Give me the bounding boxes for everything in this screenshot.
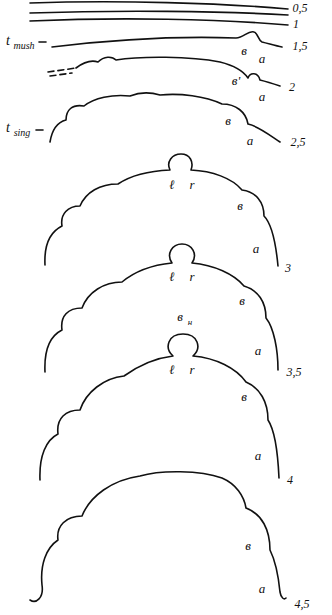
point-label: в	[241, 44, 247, 57]
point-label: а	[259, 582, 266, 595]
point-label: а	[247, 134, 254, 147]
tick-dash	[39, 41, 46, 43]
time-label: 2	[289, 81, 295, 93]
time-label: 2,5	[291, 136, 306, 148]
front-curve	[50, 93, 280, 142]
time-label: 0,5	[293, 2, 308, 14]
point-label: а	[253, 242, 260, 255]
point-label: r	[189, 178, 194, 191]
time-label: 1,5	[293, 40, 308, 52]
front-curve	[40, 334, 279, 480]
front-curve-dashed	[50, 73, 72, 76]
front-curve	[52, 32, 282, 47]
front-curve	[76, 57, 280, 86]
point-label: ℓ	[169, 270, 174, 283]
point-label: в	[177, 310, 183, 323]
time-label: 1	[293, 18, 299, 30]
point-label: а	[255, 344, 262, 357]
front-curve-dashed	[48, 68, 76, 72]
point-label: ℓ	[169, 363, 174, 376]
point-label: в	[241, 390, 247, 403]
temperature-label: t	[6, 34, 10, 48]
front-curve	[30, 11, 288, 15]
point-label: ℓ	[169, 178, 174, 191]
front-curve	[30, 472, 286, 602]
front-curve	[30, 19, 288, 25]
temperature-subscript: mush	[13, 41, 34, 51]
point-label: r	[189, 270, 194, 283]
point-label: в'	[232, 74, 240, 87]
time-label: 3,5	[287, 366, 302, 378]
front-curve	[45, 244, 278, 372]
point-label: в	[237, 199, 243, 212]
point-label: в	[245, 539, 251, 552]
front-curve	[30, 2, 288, 9]
temperature-subscript: sing	[14, 128, 31, 138]
point-label: а	[255, 449, 262, 462]
point-label: а	[259, 90, 266, 103]
tick-dash	[36, 129, 43, 131]
point-subscript: н	[188, 318, 192, 327]
front-curve	[45, 154, 278, 266]
point-label: в	[225, 114, 231, 127]
temperature-label: t	[6, 121, 10, 135]
time-label: 4,5	[295, 598, 310, 610]
point-label: r	[189, 363, 194, 376]
point-label: в	[239, 294, 245, 307]
time-label: 3	[285, 262, 291, 274]
point-label: а	[259, 52, 266, 65]
time-label: 4	[287, 474, 293, 486]
